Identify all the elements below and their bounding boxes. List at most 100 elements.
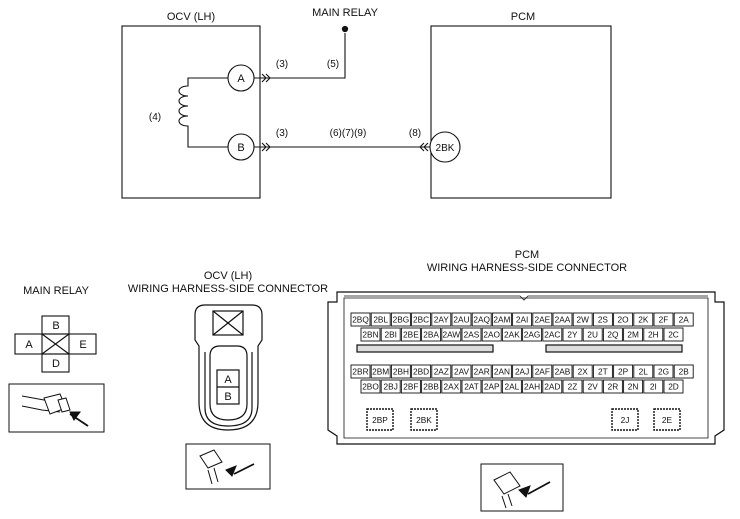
pcm-pin-cell	[623, 379, 644, 394]
pcm-pin-cell	[421, 327, 442, 342]
pcm-large-pin	[410, 408, 438, 431]
pcm-pin-label: 2AO	[483, 330, 500, 340]
pcm-pin-cell	[663, 327, 684, 342]
pcm-pin-label: 2AT	[464, 382, 479, 392]
mid-circuit-label: (6)(7)(9)	[330, 128, 367, 139]
pcm-pin-cell	[481, 327, 502, 342]
pcm-pin-cell	[380, 327, 401, 342]
pcm-pin-label: 2BA	[423, 330, 439, 340]
pcm-pin-cell	[471, 312, 492, 327]
pcm-pin-cell	[582, 379, 603, 394]
pcm-pin-label: 2AA	[555, 315, 571, 325]
pcm-pin-cell	[350, 364, 371, 379]
pcm-pin-label: 2D	[668, 382, 679, 392]
pcm-pin-cell	[582, 327, 603, 342]
pcm-pin-cell	[390, 364, 411, 379]
pcm-pin-label: 2Y	[567, 330, 578, 340]
pcm-circuit-label: (8)	[409, 128, 421, 139]
pcm-pin-label: 2BG	[393, 315, 410, 325]
pcm-pin-label: 2BM	[372, 367, 389, 377]
pcm-pin-label: 2K	[638, 315, 649, 325]
relay-pin-e: E	[79, 339, 86, 351]
pcm-pin-cell	[542, 327, 563, 342]
pcm-pin-cell	[400, 379, 421, 394]
pcm-pin-label: 2AC	[544, 330, 560, 340]
pcm-pin-label: 2BQ	[352, 315, 369, 325]
pcm-pin-label: 2AR	[474, 367, 490, 377]
pcm-pin-label: 2AK	[504, 330, 520, 340]
pcm-pin-label: 2AV	[454, 367, 470, 377]
pcm-pin-cell	[461, 327, 482, 342]
pcm-pin-label: 2AZ	[434, 367, 449, 377]
pcm-pin-cell	[380, 379, 401, 394]
terminal-b-circuit-label: (3)	[276, 128, 288, 139]
pcm-pin-label: 2AG	[524, 330, 541, 340]
pcm-pin-cell	[370, 312, 391, 327]
pcm-pin-label: 2AS	[464, 330, 480, 340]
wire-a-to-relay	[254, 33, 346, 79]
pcm-pin-cell	[592, 312, 613, 327]
pcm-pin-cell	[602, 379, 623, 394]
pcm-pin-cell	[512, 312, 533, 327]
pcm-pin-label: 2F	[659, 315, 669, 325]
pcm-pin-cell	[431, 364, 452, 379]
pcm-pin-label: 2C	[668, 330, 679, 340]
pcm-pin-cell	[673, 364, 694, 379]
ocv-connector-view-icon	[185, 443, 271, 490]
pcm-terminal-label: 2BK	[436, 143, 455, 154]
ocv-connector-title-2: WIRING HARNESS-SIDE CONNECTOR	[128, 283, 328, 295]
pcm-pin-cell	[360, 379, 381, 394]
pcm-pin-label: 2BR	[352, 367, 368, 377]
pcm-pin-cell	[501, 327, 522, 342]
pcm-pin-cell	[602, 327, 623, 342]
pcm-pin-cell	[491, 312, 512, 327]
pcm-pin-label: 2BL	[373, 315, 388, 325]
pcm-pin-label: 2AN	[494, 367, 510, 377]
pcm-connector-view-icon	[480, 463, 564, 512]
pcm-pin-label: 2A	[679, 315, 690, 325]
pcm-pin-label: 2BB	[423, 382, 439, 392]
ocv-connector	[194, 304, 263, 431]
main-relay-connector-title: MAIN RELAY	[23, 285, 89, 297]
pcm-pin-label: 2AL	[505, 382, 520, 392]
relay-pin-a: A	[25, 339, 33, 351]
pcm-pin-cell	[431, 312, 452, 327]
pcm-pin-cell	[522, 327, 543, 342]
pcm-pin-cell	[411, 364, 432, 379]
pcm-pin-cell	[421, 379, 442, 394]
pcm-pin-label: 2AJ	[515, 367, 529, 377]
ocv-box	[121, 25, 261, 199]
pcm-large-pin	[611, 408, 639, 431]
pcm-pin-cell	[633, 364, 654, 379]
pcm-large-pin-label: 2BP	[372, 415, 388, 425]
coil-symbol	[178, 77, 229, 148]
relay-pin-b: B	[52, 320, 59, 332]
pcm-large-pin-label: 2J	[621, 415, 630, 425]
pcm-pin-label: 2G	[658, 367, 669, 377]
pcm-pin-cell	[613, 312, 634, 327]
pcm-pin-label: 2AH	[524, 382, 540, 392]
pcm-pin-cell	[673, 312, 694, 327]
pcm-title: PCM	[511, 11, 535, 23]
main-relay-connector	[14, 315, 97, 373]
pcm-large-pin	[653, 408, 681, 431]
relay-connector-view-icon	[8, 383, 105, 433]
pcm-pin-label: 2BH	[393, 367, 409, 377]
pcm-box	[430, 25, 612, 199]
pcm-pin-label: 2H	[648, 330, 659, 340]
pcm-pin-cell	[663, 379, 684, 394]
pcm-pin-cell	[350, 312, 371, 327]
pcm-pin-cell	[633, 312, 654, 327]
pcm-pin-label: 2AD	[544, 382, 560, 392]
pcm-pin-cell	[461, 379, 482, 394]
pcm-pin-cell	[572, 312, 593, 327]
pcm-pin-label: 2L	[639, 367, 649, 377]
pcm-pin-cell	[643, 327, 664, 342]
pcm-pin-cell	[451, 312, 472, 327]
pcm-pin-label: 2BJ	[384, 382, 398, 392]
pcm-pin-label: 2AU	[453, 315, 469, 325]
pcm-pin-cell	[390, 312, 411, 327]
pcm-pin-label: 2U	[587, 330, 598, 340]
pcm-pin-label: 2P	[618, 367, 629, 377]
